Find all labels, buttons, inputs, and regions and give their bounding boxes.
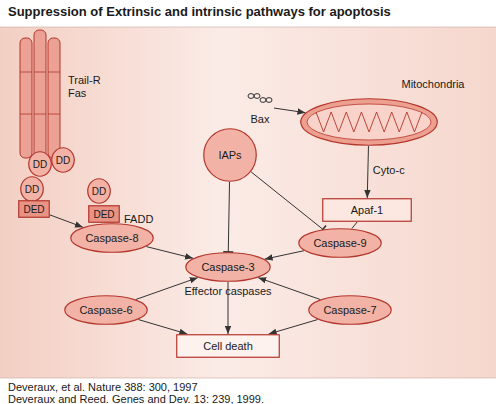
caspase-ellipse-outline bbox=[65, 296, 148, 325]
node-label: Caspase-6 bbox=[64, 295, 148, 325]
complex-label: FADD bbox=[124, 213, 153, 226]
activation-arrow bbox=[269, 320, 318, 334]
bax-symbol bbox=[248, 94, 254, 99]
death-effector-domain-outline bbox=[89, 206, 120, 223]
caspase-ellipse: Caspase-6 bbox=[64, 295, 148, 325]
death-domain-outline bbox=[88, 179, 111, 204]
node-label: Trail-R Fas bbox=[68, 74, 112, 100]
receptor-chain bbox=[20, 38, 32, 158]
activation-arrow bbox=[367, 146, 368, 198]
activation-arrow bbox=[265, 251, 304, 259]
iap-circle-outline bbox=[204, 129, 257, 182]
cell-death-box-outline bbox=[177, 335, 280, 358]
bax-symbol bbox=[254, 94, 260, 99]
diagram-title: Suppression of Extrinsic and intrinsic p… bbox=[8, 4, 391, 19]
iap-circle: IAPs bbox=[203, 128, 257, 182]
caspase-ellipse-outline bbox=[309, 296, 392, 325]
node-label: Bax bbox=[246, 112, 274, 126]
activation-arrow bbox=[50, 215, 83, 227]
node-label: Caspase-8 bbox=[70, 223, 154, 253]
node-label: Cell death bbox=[176, 334, 280, 358]
death-effector-domain-outline bbox=[19, 201, 50, 218]
node-label: Mitochondria bbox=[388, 77, 478, 91]
caspase-ellipse: Caspase-7 bbox=[308, 295, 392, 325]
inhibition-arrow bbox=[251, 172, 323, 229]
receptor-segment bbox=[34, 72, 46, 73]
panel-background bbox=[0, 27, 496, 378]
caspase-ellipse: Caspase-8 bbox=[70, 223, 154, 253]
node-label: DD bbox=[87, 178, 111, 204]
mitochondria-outer bbox=[301, 99, 438, 146]
node-label: IAPs bbox=[203, 128, 257, 182]
mitochondria-inner bbox=[307, 104, 431, 140]
activation-arrow bbox=[352, 222, 357, 229]
activation-arrow bbox=[138, 320, 187, 334]
bax-symbol bbox=[266, 98, 272, 103]
node-label: DD bbox=[51, 147, 75, 173]
node-label: DED bbox=[18, 200, 50, 218]
apaf-box-outline bbox=[323, 199, 412, 222]
mitochondria: Mitochondria bbox=[300, 98, 438, 146]
receptor: Trail-R Fas bbox=[18, 30, 62, 162]
receptor-segment bbox=[34, 114, 46, 115]
receptor-chain bbox=[48, 38, 60, 158]
bax-protein: Bax bbox=[246, 86, 274, 126]
inhibition-arrow bbox=[228, 182, 229, 252]
group-label: Effector caspases bbox=[168, 285, 288, 298]
caspase-ellipse-outline bbox=[71, 224, 154, 253]
death-effector-domain: DED bbox=[88, 205, 120, 223]
edge-label: Cyto-c bbox=[373, 164, 405, 177]
receptor-segment bbox=[48, 114, 60, 115]
death-domain-outline bbox=[21, 177, 44, 202]
receptor-segment bbox=[20, 72, 32, 73]
caspase-ellipse-outline bbox=[299, 229, 382, 258]
node-label: Caspase-7 bbox=[308, 295, 392, 325]
receptor-shape bbox=[18, 30, 62, 162]
mitochondria-shape bbox=[300, 98, 438, 146]
bax-symbol bbox=[260, 98, 266, 103]
death-domain: DD bbox=[87, 178, 111, 204]
caspase-ellipse-outline bbox=[186, 253, 271, 282]
cristae bbox=[316, 112, 422, 132]
death-domain: DD bbox=[51, 147, 75, 173]
reference-note: Deveraux, et al. Nature 388: 300, 1997 bbox=[8, 381, 198, 394]
death-domain-outline bbox=[29, 152, 52, 177]
node-label: DED bbox=[88, 205, 120, 223]
caspase-ellipse: Caspase-3 bbox=[185, 252, 271, 282]
panel-border bbox=[0, 378, 496, 379]
receptor-segment bbox=[20, 114, 32, 115]
reference-note: Deveraux and Reed. Genes and Dev. 13: 23… bbox=[8, 393, 264, 404]
receptor-segment bbox=[48, 72, 60, 73]
death-domain: DD bbox=[20, 176, 44, 202]
node-label: DD bbox=[28, 151, 52, 177]
node-label: Caspase-3 bbox=[185, 252, 271, 282]
panel-border bbox=[0, 27, 496, 28]
activation-arrow bbox=[274, 108, 305, 113]
receptor-chain bbox=[34, 30, 46, 158]
cell-death-box: Cell death bbox=[176, 334, 280, 358]
death-domain: DD bbox=[28, 151, 52, 177]
apaf-box: Apaf-1 bbox=[322, 198, 412, 222]
node-label: Caspase-9 bbox=[298, 228, 382, 258]
node-label: DD bbox=[20, 176, 44, 202]
caspase-ellipse: Caspase-9 bbox=[298, 228, 382, 258]
death-effector-domain: DED bbox=[18, 200, 50, 218]
death-domain-outline bbox=[52, 148, 75, 173]
node-label: Apaf-1 bbox=[322, 198, 412, 222]
activation-arrow bbox=[146, 247, 193, 259]
